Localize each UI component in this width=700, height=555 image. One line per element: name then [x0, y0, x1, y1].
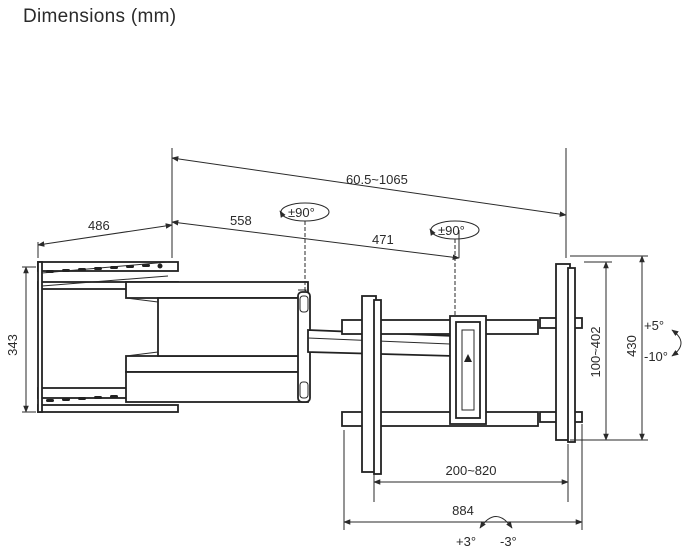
dimension-lines [22, 148, 648, 530]
dim-vesa-horizontal: 200~820 [446, 463, 497, 478]
swivel-label-1: ±90° [288, 205, 315, 220]
dim-wall-plate-height: 343 [5, 334, 20, 356]
swivel-label-2: ±90° [438, 223, 465, 238]
dim-bracket-height: 430 [624, 335, 639, 357]
swivel-indicator-2 [429, 220, 480, 316]
tilt-arrow-icon [671, 329, 682, 357]
level-plus-label: +3° [456, 534, 476, 549]
wall-plate [37, 261, 179, 413]
tilt-up-label: +5° [644, 318, 664, 333]
dim-first-arm: 558 [230, 213, 252, 228]
dim-bracket-width: 884 [452, 503, 474, 518]
swivel-indicator-1 [279, 202, 330, 292]
dim-extension: 60.5~1065 [346, 172, 408, 187]
tv-bracket [341, 263, 583, 475]
level-arrow-icon [479, 516, 513, 529]
level-minus-label: -3° [500, 534, 517, 549]
tilt-down-label: -10° [644, 349, 668, 364]
dim-wall-plate-depth: 486 [88, 218, 110, 233]
dim-second-arm: 471 [372, 232, 394, 247]
first-arm [125, 281, 309, 403]
page-title: Dimensions (mm) [23, 6, 177, 27]
dim-vesa-vertical: 100~402 [588, 327, 603, 378]
